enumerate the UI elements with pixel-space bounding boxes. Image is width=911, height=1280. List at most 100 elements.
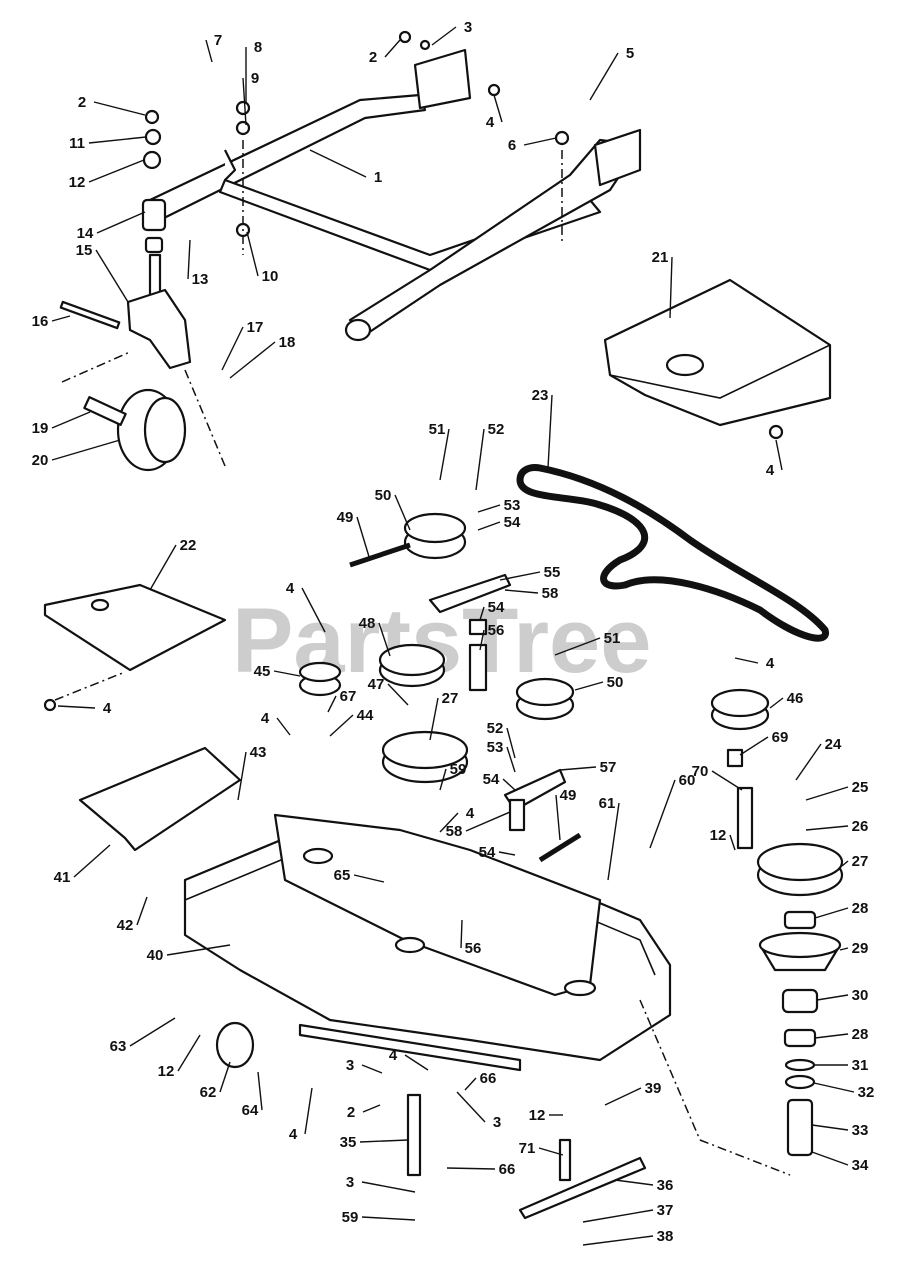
callout-number: 7 [214,32,222,49]
callout-number: 28 [852,900,869,917]
callout-10: 10 [246,231,279,285]
leader-line [669,256,673,319]
leader-line [769,697,784,709]
callout-number: 40 [147,947,164,964]
callout-number: 3 [346,1057,354,1074]
callout-40: 40 [147,944,231,964]
callout-7: 7 [205,32,222,63]
callout-56: 56 [460,919,481,957]
callout-number: 4 [261,710,270,727]
callout-number: 4 [286,580,295,597]
leader-line [499,571,541,581]
callout-number: 27 [852,853,869,870]
leader-line [502,778,516,791]
leader-line [538,1147,564,1156]
callout-4: 4 [439,805,475,833]
frame-hardware [235,30,570,255]
callout-number: 57 [600,759,617,776]
callout-number: 66 [499,1161,516,1178]
leader-line [404,1054,429,1071]
leader-line [309,149,367,178]
leader-line [506,746,516,773]
callout-number: 54 [483,771,500,788]
callout-number: 10 [262,268,279,285]
callout-2: 2 [347,1104,381,1121]
callout-50: 50 [375,487,411,531]
callout-41: 41 [54,844,111,886]
leader-line [498,851,516,856]
callout-25: 25 [805,779,868,801]
callout-number: 43 [250,744,267,761]
callout-71: 71 [519,1140,564,1157]
callout-42: 42 [117,896,148,934]
callout-number: 9 [251,70,259,87]
callout-4: 4 [389,1047,429,1071]
callout-number: 58 [446,823,463,840]
callout-3: 3 [431,19,472,46]
callout-23: 23 [532,387,553,469]
callout-30: 30 [816,987,869,1004]
callout-56: 56 [479,622,504,651]
leader-line [456,1091,486,1123]
callout-number: 58 [542,585,559,602]
callout-5: 5 [589,45,634,101]
leader-line [361,1064,383,1074]
leader-line [582,1209,654,1223]
leader-line [359,1139,409,1143]
leader-line [589,52,619,101]
callout-60: 60 [649,772,695,849]
callout-number: 6 [508,137,516,154]
callout-number: 50 [607,674,624,691]
leader-line [795,743,822,781]
leader-line [57,705,96,709]
leader-line [805,825,849,831]
callout-number: 54 [479,844,496,861]
callout-54: 54 [479,599,505,621]
callout-number: 62 [200,1084,217,1101]
callout-51: 51 [554,630,621,656]
mower-deck [183,813,791,1220]
leader-line [574,681,604,691]
callout-number: 20 [32,452,49,469]
callout-1: 1 [309,149,382,186]
leader-line [136,896,148,926]
leader-line [739,736,769,756]
callout-number: 18 [279,334,296,351]
leader-line [477,504,501,513]
callout-number: 15 [76,242,93,259]
leader-line [460,919,463,949]
callout-13: 13 [187,239,208,288]
callout-number: 52 [488,421,505,438]
callout-54: 54 [477,514,521,531]
leader-line [242,77,247,126]
callout-number: 30 [852,987,869,1004]
callout-number: 2 [369,49,377,66]
callout-28: 28 [814,900,869,919]
callout-15: 15 [76,242,129,303]
deflector [78,746,242,852]
leader-line [729,834,736,851]
callout-58: 58 [504,585,559,602]
leader-line [221,326,244,371]
callout-19: 19 [32,411,91,437]
callout-number: 16 [32,313,49,330]
callout-number: 29 [852,940,869,957]
leader-line [51,439,121,461]
callout-number: 46 [787,690,804,707]
callout-46: 46 [769,690,804,709]
callout-number: 51 [604,630,621,647]
leader-line [229,341,276,379]
callout-12: 12 [69,159,145,191]
callout-66: 66 [446,1161,516,1178]
leader-line [431,26,457,46]
callout-9: 9 [242,70,259,126]
callout-21: 21 [652,249,673,319]
callout-number: 23 [532,387,549,404]
leader-line [614,1179,654,1186]
callout-66: 66 [464,1070,496,1091]
leader-line [813,1082,855,1093]
callout-54: 54 [479,844,516,861]
idler-arm-and-springs [349,542,582,863]
callout-number: 3 [464,19,472,36]
callout-number: 42 [117,917,134,934]
